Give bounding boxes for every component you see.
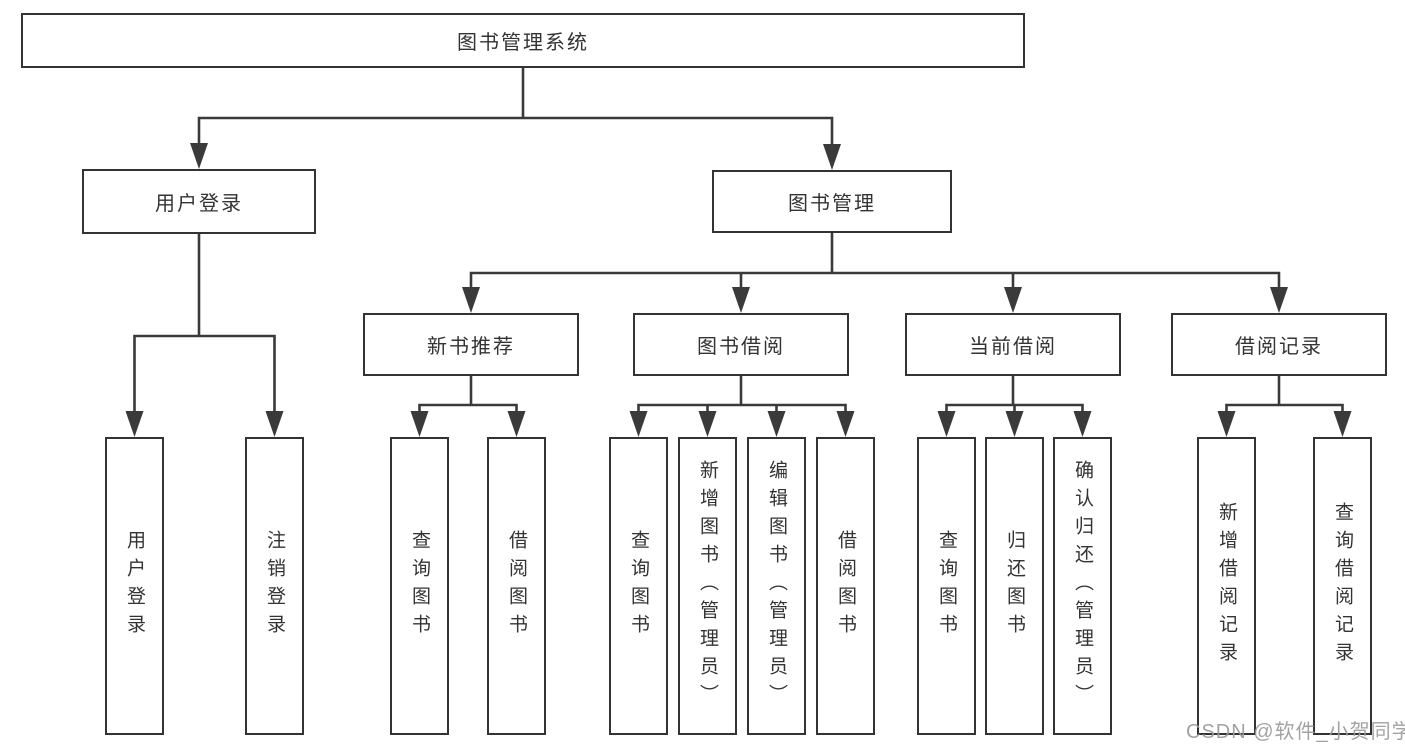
csdn-watermark: CSDN @软件_小贺同学 xyxy=(1186,721,1405,743)
node-book-management: 图书管理 xyxy=(712,170,952,233)
leaf-add-borrow-record: 新增借阅记录 xyxy=(1197,437,1256,735)
node-user-login: 用户登录 xyxy=(82,169,316,234)
arrow-down-icon xyxy=(629,411,648,437)
arrow-down-icon xyxy=(1270,287,1288,313)
arrow-down-icon xyxy=(823,144,841,170)
leaf-confirm-return-admin: 确认归还（管理员） xyxy=(1053,437,1112,735)
arrow-down-icon xyxy=(507,411,526,437)
arrow-down-icon xyxy=(410,411,429,437)
node-new-book-recommendation: 新书推荐 xyxy=(363,313,579,376)
arrow-down-icon xyxy=(1333,411,1352,437)
connector-records-to-leaves xyxy=(1217,374,1352,437)
arrow-down-icon xyxy=(698,411,717,437)
connector-currentborrow-to-leaves xyxy=(937,374,1092,437)
arrow-down-icon xyxy=(265,411,284,437)
node-current-borrowing: 当前借阅 xyxy=(905,313,1121,376)
node-library-management-system: 图书管理系统 xyxy=(21,13,1025,68)
leaf-query-books-current: 查询图书 xyxy=(917,437,976,735)
connector-root-to-level2 xyxy=(190,66,841,170)
leaf-borrow-books-borrowing: 借阅图书 xyxy=(816,437,875,735)
arrow-down-icon xyxy=(1073,411,1092,437)
arrow-down-icon xyxy=(937,411,956,437)
node-book-borrowing: 图书借阅 xyxy=(633,313,849,376)
leaf-user-login: 用户登录 xyxy=(105,437,164,735)
arrow-down-icon xyxy=(462,287,480,313)
arrow-down-icon xyxy=(190,143,208,169)
arrow-down-icon xyxy=(767,411,786,437)
arrow-down-icon xyxy=(1217,411,1236,437)
leaf-return-books: 归还图书 xyxy=(985,437,1044,735)
leaf-query-books-recommend: 查询图书 xyxy=(390,437,449,735)
node-borrowing-records: 借阅记录 xyxy=(1171,313,1387,376)
leaf-borrow-books-recommend: 借阅图书 xyxy=(487,437,546,735)
arrow-down-icon xyxy=(732,287,750,313)
connector-newbook-to-leaves xyxy=(410,374,526,437)
connector-bookmgmt-to-level3 xyxy=(462,231,1288,313)
leaf-query-borrow-record: 查询借阅记录 xyxy=(1313,437,1372,735)
leaf-edit-books-admin: 编辑图书（管理员） xyxy=(747,437,806,735)
arrow-down-icon xyxy=(1004,287,1022,313)
leaf-logout: 注销登录 xyxy=(245,437,304,735)
leaf-query-books-borrowing: 查询图书 xyxy=(609,437,668,735)
arrow-down-icon xyxy=(125,411,144,437)
arrow-down-icon xyxy=(836,411,855,437)
connector-userlogin-to-leaves xyxy=(125,232,284,437)
leaf-add-books-admin: 新增图书（管理员） xyxy=(678,437,737,735)
connector-bookborrow-to-leaves xyxy=(629,374,855,437)
arrow-down-icon xyxy=(1005,411,1024,437)
